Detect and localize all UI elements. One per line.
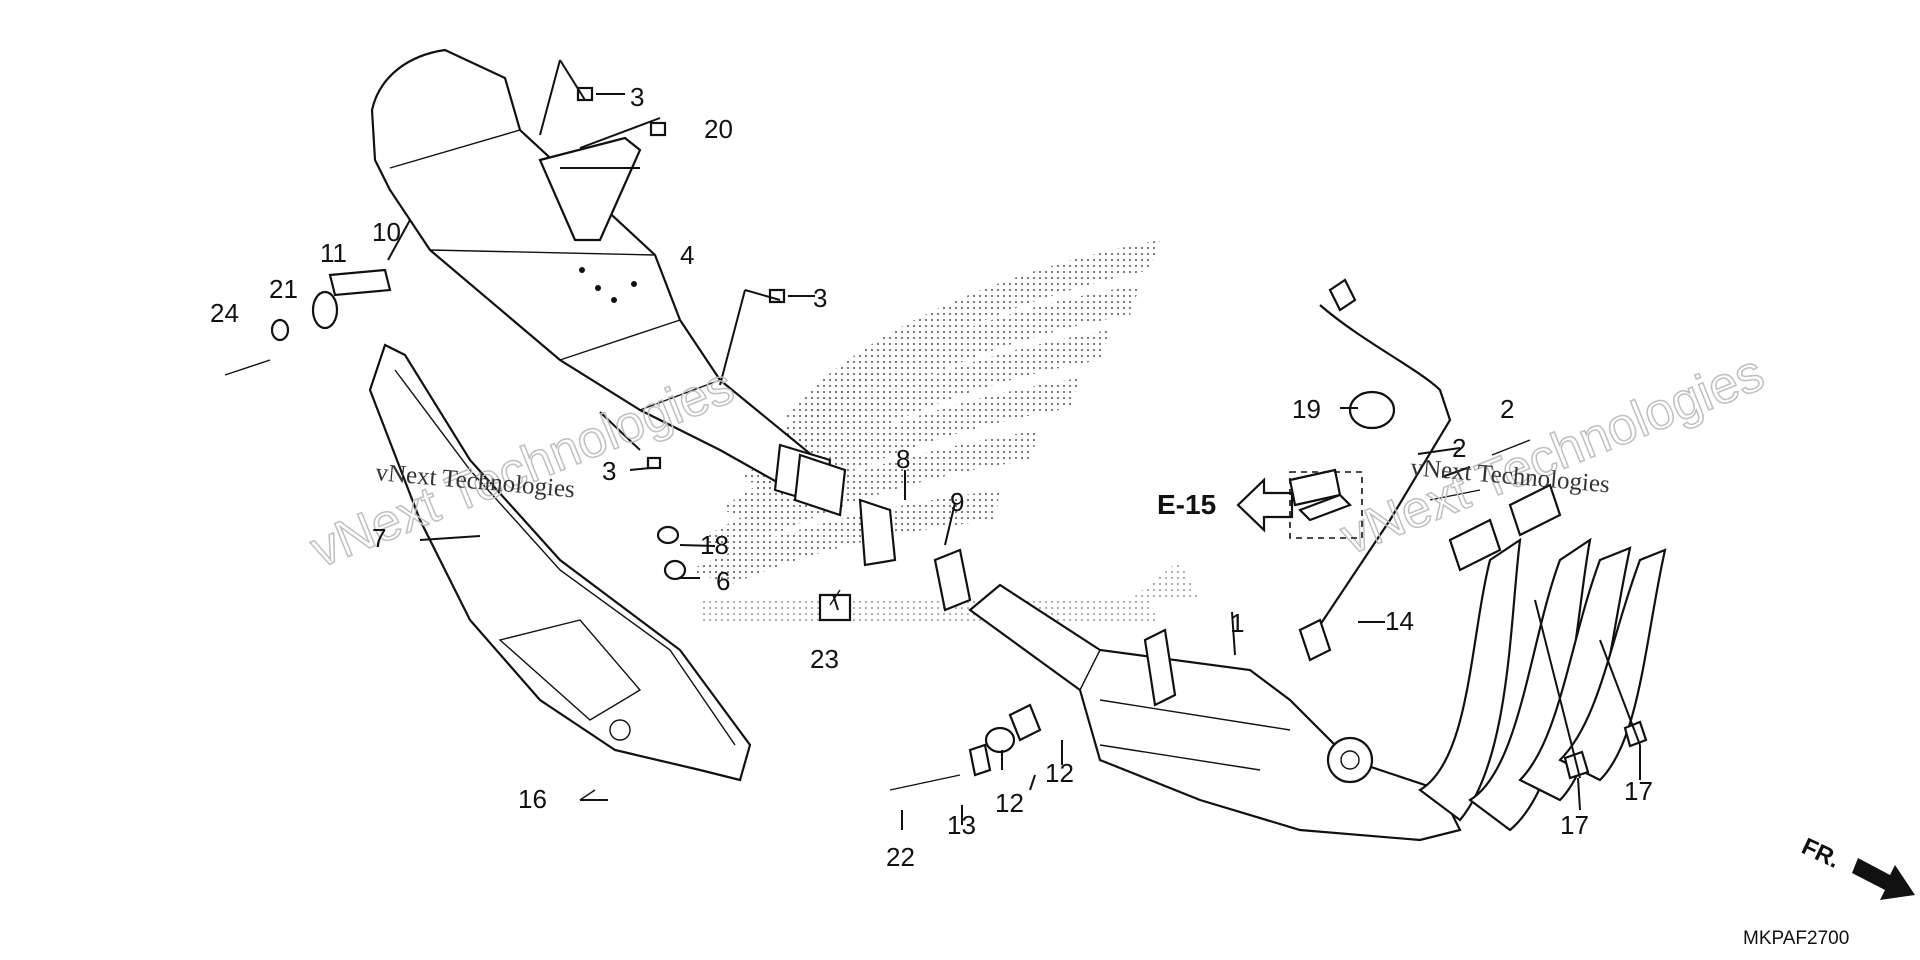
label-part-10: 10 — [372, 217, 401, 247]
label-part-21: 21 — [269, 274, 298, 304]
label-part-17a: 17 — [1560, 810, 1589, 840]
wing-logo-background — [690, 240, 1200, 625]
label-part-18: 18 — [700, 530, 729, 560]
label-part-12a: 12 — [1045, 758, 1074, 788]
label-part-11: 11 — [320, 238, 347, 268]
label-part-3a: 3 — [630, 82, 644, 112]
label-part-16: 16 — [518, 784, 547, 814]
label-part-24: 24 — [210, 298, 239, 328]
label-part-7: 7 — [372, 523, 386, 553]
label-part-22: 22 — [886, 842, 915, 872]
part-labels: 1 2 2 3 3 3 4 6 7 8 9 10 11 12 12 13 14 … — [210, 82, 1653, 872]
label-part-13: 13 — [947, 810, 976, 840]
label-part-9: 9 — [950, 487, 964, 517]
label-part-4: 4 — [680, 240, 694, 270]
diagram-code: MKPAF2700 — [1743, 928, 1849, 949]
front-arrow-icon — [1852, 858, 1915, 900]
label-part-1: 1 — [1230, 608, 1244, 638]
reference-label: E-15 — [1157, 489, 1216, 520]
small-parts — [224, 86, 1648, 801]
label-part-3b: 3 — [813, 283, 827, 313]
label-part-20: 20 — [704, 114, 733, 144]
leader-lines — [387, 59, 1641, 830]
label-part-12b: 12 — [995, 788, 1024, 818]
label-part-17b: 17 — [1624, 776, 1653, 806]
label-part-3c: 3 — [602, 456, 616, 486]
exhaust-muffler-assembly — [968, 483, 1667, 842]
front-direction-marker: FR. — [1797, 833, 1915, 900]
label-part-6: 6 — [716, 566, 730, 596]
front-label: FR. — [1797, 833, 1843, 874]
label-part-23: 23 — [810, 644, 839, 674]
label-part-2a: 2 — [1500, 394, 1514, 424]
label-part-19: 19 — [1292, 394, 1321, 424]
label-part-8: 8 — [896, 444, 910, 474]
lower-heat-cover — [368, 343, 752, 782]
label-part-14: 14 — [1385, 606, 1414, 636]
label-part-2b: 2 — [1452, 433, 1466, 463]
reference-group: E-15 — [1157, 471, 1363, 539]
upper-heat-shield — [370, 48, 847, 517]
